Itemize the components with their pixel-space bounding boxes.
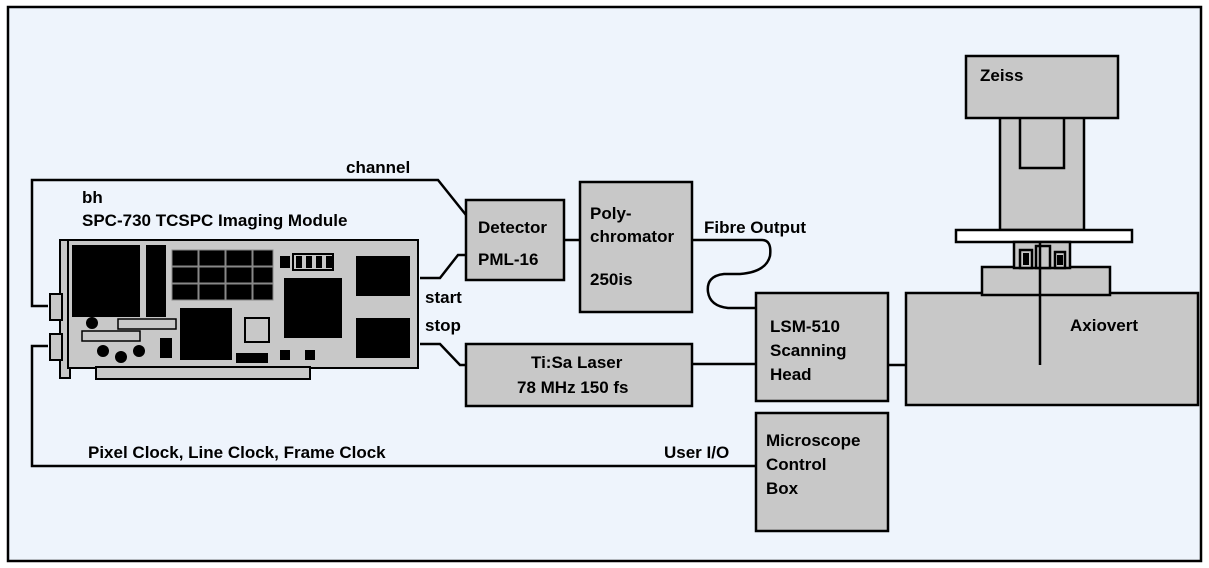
detector-label-1: Detector	[478, 218, 547, 237]
connector-round-2	[97, 345, 109, 357]
wire-fibre	[692, 238, 772, 310]
scanhead-label-1: LSM-510	[770, 317, 840, 336]
chip-small-1	[280, 256, 290, 268]
wire-channel	[30, 178, 467, 308]
label-bh: bh	[82, 188, 103, 207]
laser-label-1: Ti:Sa Laser	[531, 353, 623, 372]
connector-round-1	[86, 317, 98, 329]
microscope-head	[964, 54, 1120, 120]
chip-tall	[146, 245, 166, 317]
microscope-stage	[954, 228, 1134, 244]
objective-2	[1034, 244, 1052, 270]
detector-box: Detector PML-16	[464, 198, 566, 282]
scanhead-label-2: Scanning	[770, 341, 847, 360]
label-user-io: User I/O	[664, 443, 729, 462]
microscope: Zeiss Axiovert	[904, 54, 1200, 407]
chip-row	[292, 253, 334, 271]
microscope-base-label: Axiovert	[1070, 316, 1138, 335]
control-box: Microscope Control Box	[754, 411, 890, 533]
bracket-connector-bottom	[49, 333, 63, 361]
polychromator-label-2: chromator	[590, 227, 674, 246]
bracket-connector-top	[49, 293, 63, 321]
scanhead-label-3: Head	[770, 365, 812, 384]
connector-round-3	[115, 351, 127, 363]
wire-start	[420, 253, 466, 280]
microscope-top-label: Zeiss	[980, 66, 1023, 85]
label-module: SPC-730 TCSPC Imaging Module	[82, 211, 347, 230]
wire-clocks	[30, 344, 756, 468]
objective-3-inner	[1057, 255, 1063, 265]
wire-stop	[420, 342, 466, 367]
spc-730-card	[49, 239, 419, 380]
label-stop: stop	[425, 316, 461, 335]
microscope-stage-block	[980, 265, 1112, 297]
label-clocks: Pixel Clock, Line Clock, Frame Clock	[88, 443, 386, 462]
polychromator-box: Poly- chromator 250is	[578, 180, 694, 314]
card-edge-connector	[95, 366, 311, 380]
chip-bottom-2	[305, 350, 315, 360]
chip-mid	[180, 308, 232, 360]
chip-fpga	[284, 278, 342, 338]
polychromator-label-1: Poly-	[590, 204, 632, 223]
chip-bottom-1	[280, 350, 290, 360]
strip-1	[117, 318, 177, 330]
label-start: start	[425, 288, 462, 307]
chip-small-2	[160, 338, 172, 358]
chip-right-bottom	[356, 318, 410, 358]
control-label-1: Microscope	[766, 431, 860, 450]
connector-round-4	[133, 345, 145, 357]
strip-2	[81, 330, 141, 342]
chip-right-top	[356, 256, 410, 296]
scanning-head-box: LSM-510 Scanning Head	[754, 291, 890, 403]
polychromator-label-3: 250is	[590, 270, 633, 289]
chip-large	[72, 245, 140, 317]
objective-1-inner	[1023, 253, 1029, 265]
control-label-3: Box	[766, 479, 799, 498]
memory-grid	[171, 249, 274, 301]
label-channel: channel	[346, 158, 410, 177]
control-label-2: Control	[766, 455, 826, 474]
label-fibre-output: Fibre Output	[704, 218, 806, 237]
microscope-base	[904, 291, 1200, 407]
chip-bottom-strip	[236, 353, 268, 363]
laser-box: Ti:Sa Laser 78 MHz 150 fs	[464, 342, 694, 408]
laser-label-2: 78 MHz 150 fs	[517, 378, 629, 397]
microscope-column-inner	[1018, 114, 1066, 170]
detector-label-2: PML-16	[478, 250, 538, 269]
chip-square-outline	[244, 317, 270, 343]
